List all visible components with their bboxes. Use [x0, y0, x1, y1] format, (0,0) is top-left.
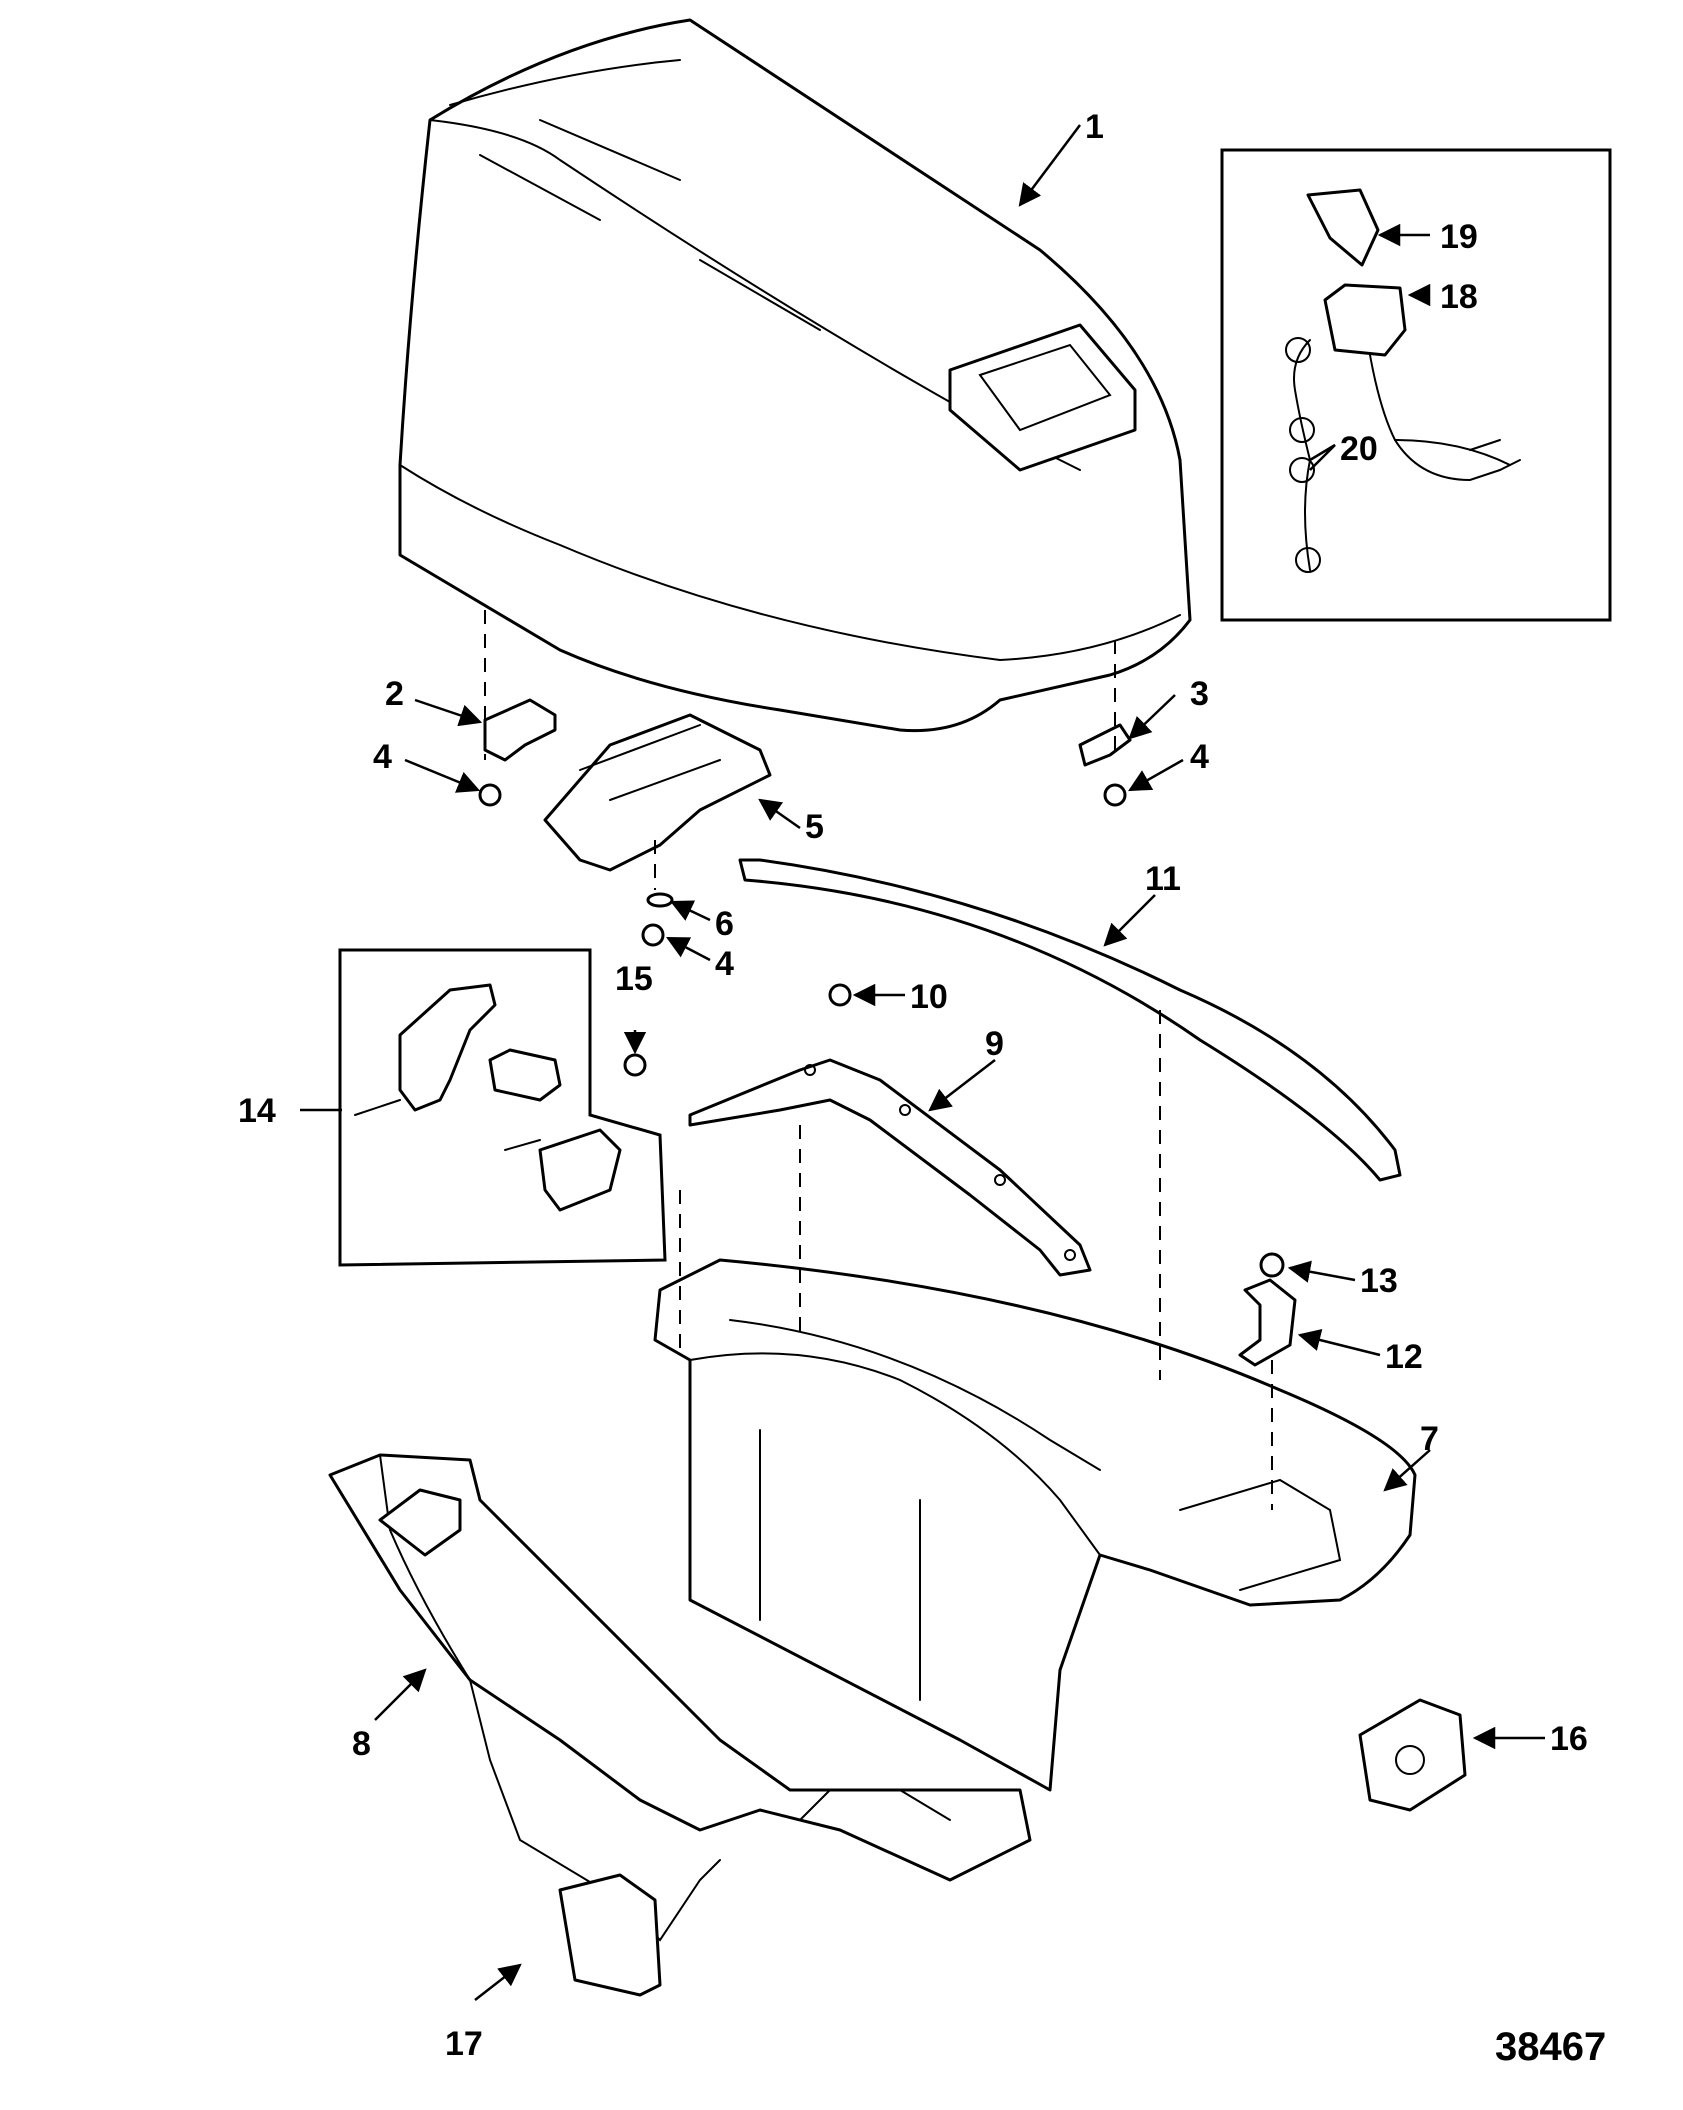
seal-strip-part: [738, 858, 1402, 1182]
mounting-plate-part: [1358, 1698, 1467, 1812]
callout-18: 18: [1440, 278, 1478, 316]
callout-8: 8: [352, 1725, 371, 1763]
callout-4: 4: [373, 738, 392, 776]
lanyard-switch-inset: [1220, 148, 1612, 622]
screw-part: [623, 1053, 647, 1077]
latch-clip-part: [1238, 1278, 1297, 1367]
callout-15: 15: [615, 960, 653, 998]
callout-12: 12: [1385, 1338, 1423, 1376]
bracket-part: [483, 698, 557, 762]
top-cowl-part: [398, 18, 1192, 733]
callout-13: 13: [1360, 1262, 1398, 1300]
bottom-cowl-part: [653, 1258, 1417, 1792]
callout-4: 4: [715, 945, 734, 983]
callout-7: 7: [1420, 1420, 1439, 1458]
callout-14: 14: [238, 1092, 276, 1130]
callout-6: 6: [715, 905, 734, 943]
callout-10: 10: [910, 978, 948, 1016]
washer-part: [646, 892, 674, 908]
callout-19: 19: [1440, 218, 1478, 256]
callout-16: 16: [1550, 1720, 1588, 1758]
figure-number: 38467: [1495, 2025, 1606, 2069]
callout-20: 20: [1340, 430, 1378, 468]
callout-9: 9: [985, 1025, 1004, 1063]
callout-11: 11: [1145, 860, 1181, 898]
callout-17: 17: [445, 2025, 483, 2063]
access-cover-part: [558, 1873, 662, 1997]
screw-part: [828, 983, 852, 1007]
callout-5: 5: [805, 808, 824, 846]
callout-1: 1: [1085, 108, 1104, 146]
latch-inset: [338, 948, 667, 1267]
callout-4: 4: [1190, 738, 1209, 776]
screw-part: [641, 923, 665, 947]
screw-part: [1103, 783, 1127, 807]
rear-mount-bracket-part: [543, 713, 772, 872]
bracket-part: [1078, 723, 1132, 767]
gasket-part: [688, 1058, 1092, 1277]
callout-2: 2: [385, 675, 404, 713]
screw-part: [478, 783, 502, 807]
screw-part: [1259, 1252, 1285, 1278]
callout-3: 3: [1190, 675, 1209, 713]
